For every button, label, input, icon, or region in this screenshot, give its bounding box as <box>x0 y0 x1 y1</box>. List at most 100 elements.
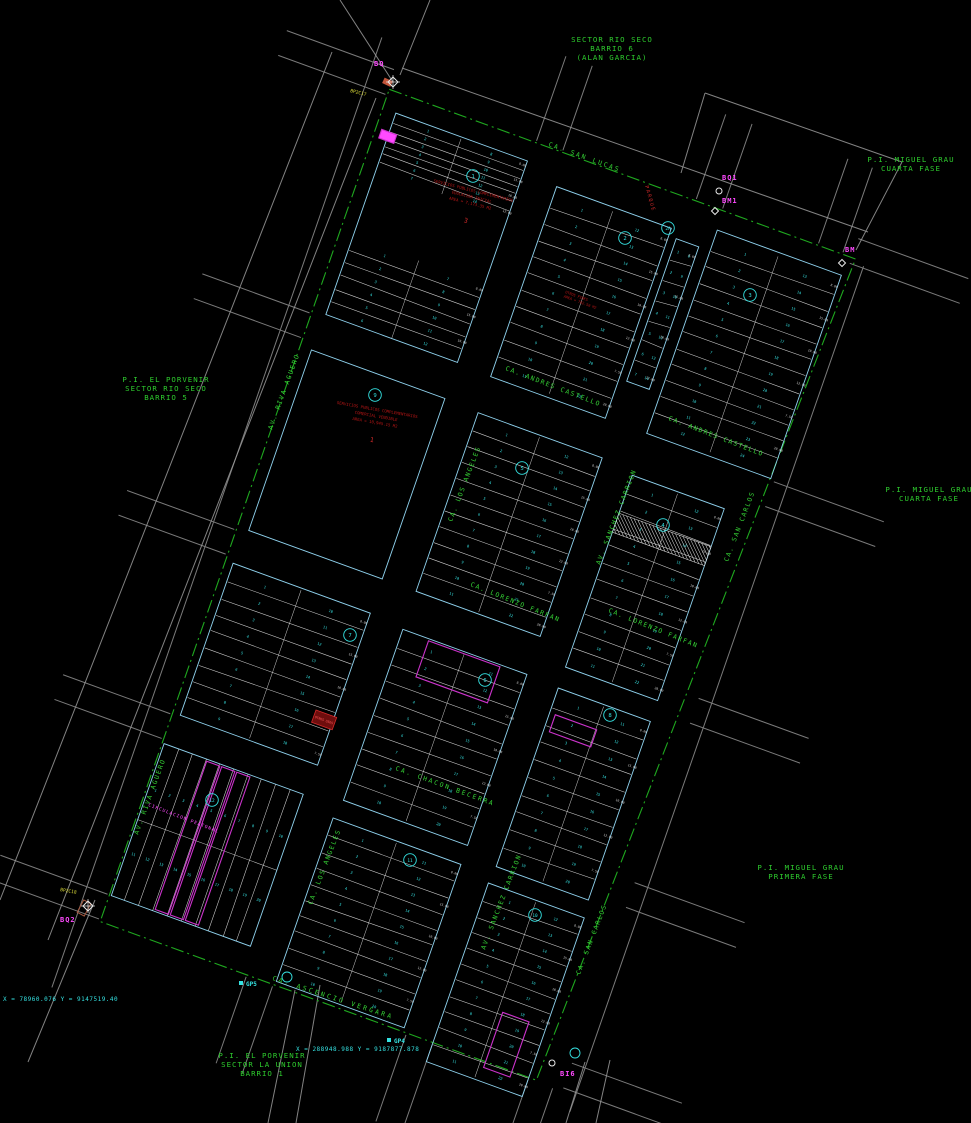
hatch-frame <box>612 512 712 567</box>
lot-dimension: 10.00 <box>457 338 467 345</box>
lot-number: 22 <box>508 613 513 618</box>
lot-line <box>310 884 437 931</box>
street-edge-line <box>401 67 869 233</box>
lot-line <box>602 562 693 597</box>
block-number-circle <box>618 231 632 245</box>
lot-number: 18 <box>447 788 452 793</box>
lot-line <box>350 781 473 828</box>
lot-number: 12 <box>634 228 639 233</box>
lot-number: 14 <box>552 486 557 491</box>
highlighted-lot <box>154 760 221 915</box>
lot-line <box>550 207 664 248</box>
lot-number: 5 <box>721 318 724 323</box>
lot-number: 11 <box>452 1059 457 1064</box>
street-edge-line <box>62 674 171 715</box>
lot-line <box>208 778 262 931</box>
lot-number: 17 <box>288 724 293 729</box>
lot-line <box>482 901 578 935</box>
lot-number: 20 <box>762 388 767 393</box>
lot-number: 16 <box>531 981 536 986</box>
lot-number: 16 <box>611 294 616 299</box>
lot-dimension: 12.00 <box>540 1019 550 1026</box>
lot-number: 21 <box>640 663 645 668</box>
lot-number: 18 <box>282 740 287 745</box>
lot-dimension: 10.00 <box>637 303 647 310</box>
lot-number: 14 <box>405 908 410 913</box>
lot-number: 14 <box>682 543 687 548</box>
lot-number: 23 <box>745 437 750 442</box>
lot-number: 17 <box>388 956 393 961</box>
lot-line <box>288 948 415 995</box>
lot-dimension: 7.50 <box>785 413 793 419</box>
land-use-number: 1 <box>369 436 374 445</box>
survey-marker-label: BI6 <box>560 1070 576 1078</box>
hatch-line <box>613 528 617 534</box>
lot-number: 15 <box>299 691 304 696</box>
lot-line <box>498 356 612 399</box>
lot-line <box>642 339 663 349</box>
lot-line <box>578 631 670 666</box>
street-edge-line <box>562 65 593 151</box>
block-number-text: 10 <box>532 913 538 919</box>
lot-number: 2 <box>258 602 261 607</box>
hatch-line <box>693 540 706 564</box>
lot-number: 11 <box>131 852 136 857</box>
lot-number: 6 <box>715 334 718 339</box>
block-number-text: 4 <box>661 523 665 529</box>
street-node-circle <box>569 1047 581 1059</box>
lot-dimension: 8.00 <box>574 923 582 929</box>
hatch-line <box>652 525 666 552</box>
lot-line <box>533 256 646 299</box>
lot-number: 20 <box>509 1044 514 1049</box>
highlighted-lot <box>169 766 236 921</box>
lot-number: 5 <box>415 161 418 166</box>
lot-line <box>373 715 497 760</box>
lot-line <box>198 665 335 713</box>
lot-dimension: 20.00 <box>536 622 546 629</box>
lot-line <box>477 917 572 952</box>
lot-dimension: 15.00 <box>580 495 590 502</box>
lot-line <box>393 123 524 171</box>
street-edge-line <box>522 1088 554 1123</box>
lot-number: 7 <box>472 528 475 533</box>
lot-line <box>528 777 619 811</box>
block-number-text: 3 <box>748 293 751 299</box>
lot-number: 1 <box>426 129 429 134</box>
lot-number: 13 <box>688 526 693 531</box>
lot-number: 15 <box>547 502 552 507</box>
lot-dimension: 10.00 <box>552 987 562 994</box>
hatch-line <box>701 543 709 557</box>
block-number-4: 4 <box>656 518 670 532</box>
lot-number: 6 <box>480 980 483 985</box>
lot-number: 3 <box>564 741 567 746</box>
lot-line <box>439 526 563 571</box>
lot-number: 14 <box>305 675 310 680</box>
lot-number: 9 <box>437 303 440 308</box>
lot-line <box>305 900 433 946</box>
lot-number: 8 <box>466 544 469 549</box>
lot-number: 9 <box>487 160 490 165</box>
lot-dimension: 8.00 <box>830 283 838 289</box>
street-edge-line <box>27 899 96 1063</box>
lot-line <box>300 915 427 962</box>
lot-number: 13 <box>158 862 163 867</box>
lot-number: 12 <box>563 454 568 459</box>
lot-dimension: 20.00 <box>602 402 612 409</box>
hatch-line <box>686 537 700 564</box>
hatch-line <box>633 518 647 545</box>
hatched-lot <box>612 512 712 567</box>
block-number-circle <box>466 169 480 183</box>
lot-line <box>387 139 518 187</box>
lot-number: 2 <box>378 267 381 272</box>
street-edge-line <box>399 0 431 76</box>
lot-line <box>626 493 717 528</box>
street-edge-line <box>0 854 108 895</box>
lot-line <box>693 299 817 345</box>
block-number-text: 12 <box>209 798 215 804</box>
block-number-circle <box>515 461 529 475</box>
lot-number: 6 <box>477 512 480 517</box>
hatch-line <box>671 532 685 559</box>
